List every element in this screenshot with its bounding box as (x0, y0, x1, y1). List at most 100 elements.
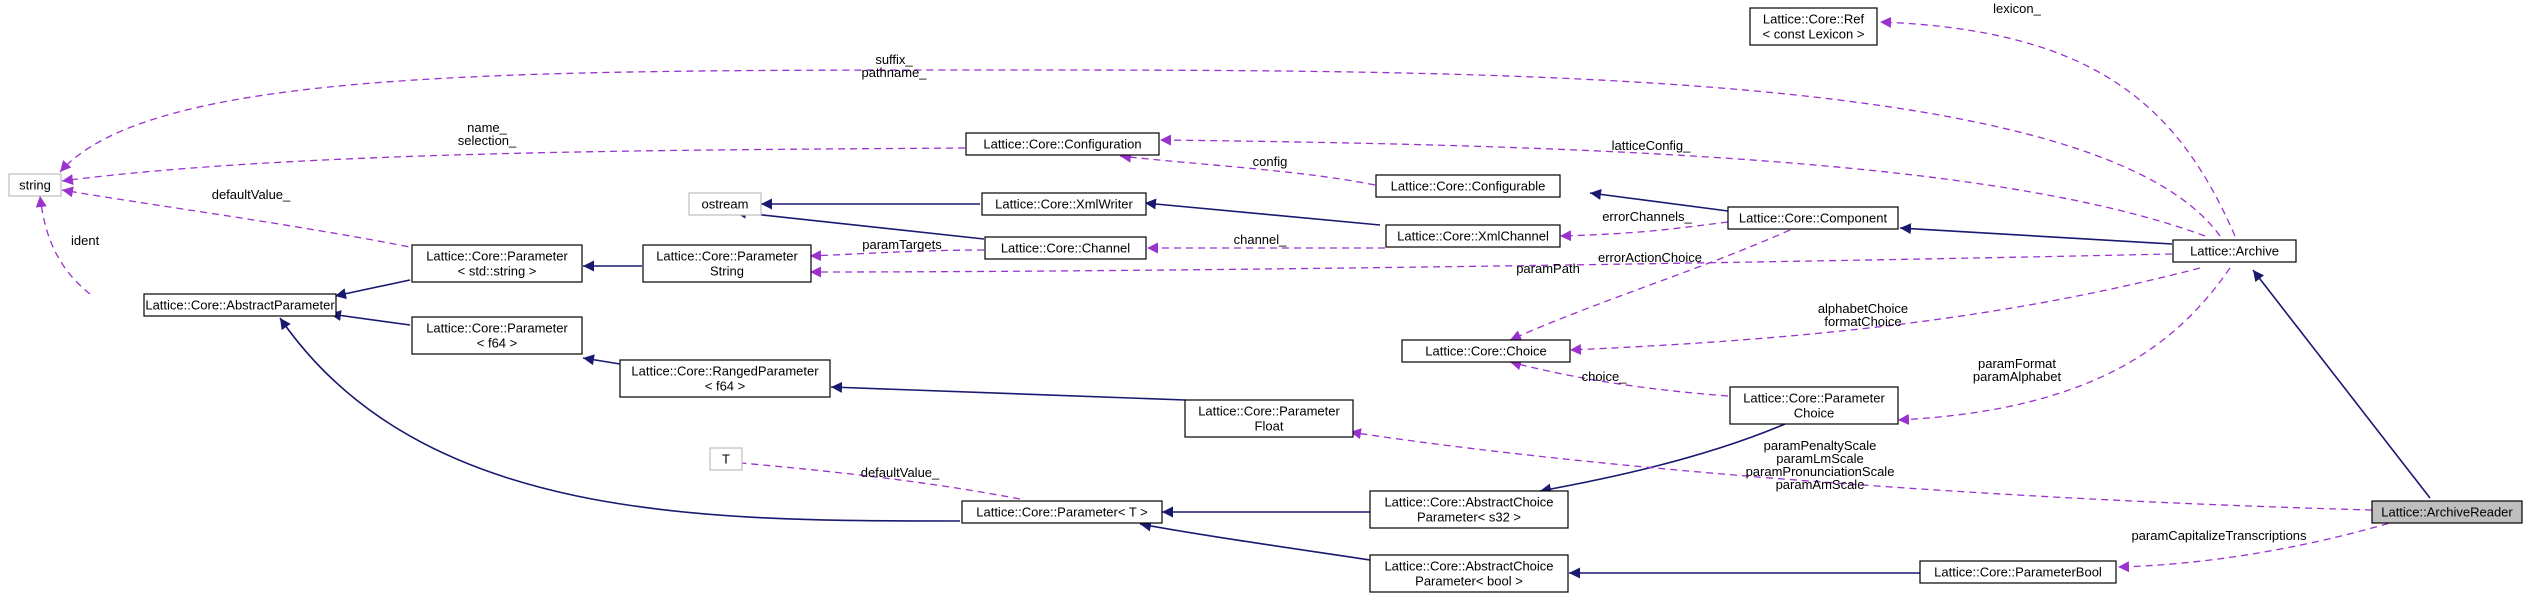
edge-component-errorchannels-to-xmlchannel (1559, 221, 1729, 242)
label-name-selection: name_selection_ (458, 120, 517, 148)
node-xml-writer-box (981, 192, 1147, 216)
label-error-action-choice: errorActionChoice (1598, 250, 1702, 265)
usage-edges (35, 16, 2401, 573)
node-ref-lexicon-box (1749, 7, 1878, 46)
node-xml-channel-label-line: Lattice::Core::XmlChannel (1397, 229, 1549, 244)
node-ostream-label-line: ostream (702, 197, 749, 212)
edge-archivereader-paramcapitalize-to-parameterbool (2117, 519, 2401, 573)
label-lexicon: lexicon_ (1993, 1, 2041, 16)
edge-parameterstdstring-defaultvalue-to-string (61, 186, 421, 250)
node-ranged-parameter-f64[interactable]: Lattice::Core::RangedParameter< f64 > (619, 359, 831, 398)
label-suffix-pathname: suffix_pathname_ (861, 52, 927, 80)
node-string-label-line: string (19, 178, 51, 193)
edge-label-line: suffix_ (875, 52, 913, 67)
edge-label-line: errorChannels_ (1602, 209, 1692, 224)
label-param-capitalize: paramCapitalizeTranscriptions (2131, 528, 2307, 543)
edge-label-line: paramAmScale (1776, 477, 1865, 492)
nodes: string ostream T Lattice::Core::Abstract… (8, 7, 2523, 593)
edge-abstractparameter-ident-to-string (35, 195, 91, 295)
node-abstract-parameter[interactable]: Lattice::Core::AbstractParameter (143, 293, 337, 317)
node-parameter-choice-label-line: Choice (1794, 406, 1834, 421)
node-t[interactable]: T (709, 447, 743, 471)
node-abstract-choice-bool-label-line: Lattice::Core::AbstractChoice (1384, 559, 1553, 574)
node-parameter-float-label-line: Lattice::Core::Parameter (1198, 404, 1340, 419)
label-channel: channel_ (1234, 232, 1288, 247)
edge-configurable-config-to-configuration (1119, 151, 1376, 186)
node-abstract-choice-s32-box (1369, 490, 1569, 529)
node-configurable[interactable]: Lattice::Core::Configurable (1375, 174, 1561, 198)
edge-archive-alphabet-format-to-choice (1569, 267, 2201, 356)
node-parameter-string-label-line: String (710, 264, 744, 279)
node-abstract-choice-bool-label-line: Parameter< bool > (1415, 574, 1523, 589)
node-parameter-std-string[interactable]: Lattice::Core::Parameter< std::string > (411, 244, 583, 283)
edge-component-to-configurable (1589, 188, 1729, 212)
edge-label-line: pathname_ (861, 65, 927, 80)
node-configuration-label-line: Lattice::Core::Configuration (983, 137, 1141, 152)
node-parameter-string-box (642, 244, 812, 283)
edge-label-line: paramTargets (862, 237, 942, 252)
node-ref-lexicon-label-line: < const Lexicon > (1763, 27, 1865, 42)
node-ref-lexicon[interactable]: Lattice::Core::Ref< const Lexicon > (1749, 7, 1878, 46)
label-param-path: paramPath (1516, 261, 1580, 276)
node-string[interactable]: string (8, 173, 62, 197)
node-parameter-f64[interactable]: Lattice::Core::Parameter< f64 > (411, 316, 583, 355)
edge-component-erroractionchoice-to-choice (1509, 229, 1791, 341)
node-configurable-label-line: Lattice::Core::Configurable (1391, 179, 1546, 194)
edge-parameterstdstring-to-abstractparameter (334, 279, 411, 300)
node-channel-label-line: Lattice::Core::Channel (1001, 241, 1130, 256)
edge-label-line: alphabetChoice (1818, 301, 1908, 316)
edge-label-line: paramPronunciationScale (1746, 464, 1895, 479)
edge-parameterchoice-choice-to-choice (1509, 359, 1729, 397)
node-abstract-choice-bool[interactable]: Lattice::Core::AbstractChoiceParameter< … (1369, 554, 1569, 593)
node-component[interactable]: Lattice::Core::Component (1727, 206, 1899, 230)
node-abstract-choice-bool-box (1369, 554, 1569, 593)
edge-label-line: ident (71, 233, 100, 248)
edge-xmlchannel-to-xmlwriter (1144, 198, 1381, 226)
edge-channel-to-ostream (734, 207, 985, 240)
node-component-box (1727, 206, 1899, 230)
edge-label-line: paramLmScale (1776, 451, 1863, 466)
edge-label-line: choice_ (1582, 369, 1628, 384)
label-config: config (1253, 154, 1288, 169)
node-parameter-string-label-line: Lattice::Core::Parameter (656, 249, 798, 264)
node-choice[interactable]: Lattice::Core::Choice (1401, 339, 1571, 363)
edge-label-line: defaultValue_ (212, 187, 291, 202)
node-abstract-choice-s32[interactable]: Lattice::Core::AbstractChoiceParameter< … (1369, 490, 1569, 529)
node-parameter-f64-label-line: Lattice::Core::Parameter (426, 321, 568, 336)
node-parameter-choice-label-line: Lattice::Core::Parameter (1743, 391, 1885, 406)
node-parameter-bool-label-line: Lattice::Core::ParameterBool (1934, 565, 2102, 580)
edge-label-line: paramAlphabet (1973, 369, 2062, 384)
node-configuration-box (965, 132, 1160, 156)
node-xml-writer-label-line: Lattice::Core::XmlWriter (995, 197, 1133, 212)
node-choice-box (1401, 339, 1571, 363)
label-lattice-config: latticeConfig_ (1612, 138, 1692, 153)
edge-archive-parampath-to-parameterstring (809, 253, 2173, 278)
node-ranged-parameter-f64-box (619, 359, 831, 398)
edge-rangedparameter-to-parameterf64 (582, 354, 621, 366)
node-ref-lexicon-label-line: Lattice::Core::Ref (1763, 12, 1865, 27)
edge-label-line: paramPenaltyScale (1764, 438, 1877, 453)
node-abstract-choice-s32-label-line: Lattice::Core::AbstractChoice (1384, 495, 1553, 510)
node-xml-channel[interactable]: Lattice::Core::XmlChannel (1385, 224, 1561, 248)
edge-archivereader-to-archive (2252, 269, 2431, 499)
node-ostream[interactable]: ostream (688, 192, 762, 216)
edge-parameterchoice-to-abstractchoices32 (1539, 423, 1786, 495)
edge-label-line: selection_ (458, 133, 517, 148)
node-parameter-bool[interactable]: Lattice::Core::ParameterBool (1919, 560, 2117, 584)
node-parameter-float-label-line: Float (1255, 419, 1284, 434)
node-archive[interactable]: Lattice::Archive (2172, 239, 2297, 263)
node-channel[interactable]: Lattice::Core::Channel (984, 236, 1147, 260)
node-channel-box (984, 236, 1147, 260)
node-parameter-f64-box (411, 316, 583, 355)
node-xml-writer[interactable]: Lattice::Core::XmlWriter (981, 192, 1147, 216)
node-configuration[interactable]: Lattice::Core::Configuration (965, 132, 1160, 156)
node-parameter-t[interactable]: Lattice::Core::Parameter< T > (961, 500, 1163, 524)
node-component-label-line: Lattice::Core::Component (1739, 211, 1888, 226)
node-archive-reader[interactable]: Lattice::ArchiveReader (2371, 500, 2523, 524)
